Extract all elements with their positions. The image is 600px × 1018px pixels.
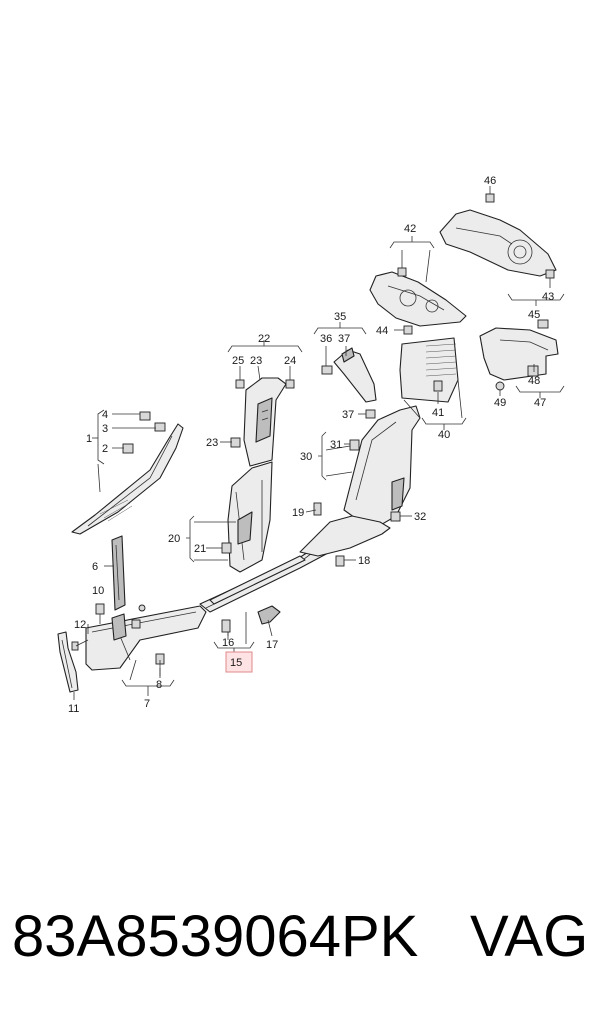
callout-8: 8: [156, 679, 162, 691]
callout-37a: 37: [338, 333, 350, 345]
callout-24: 24: [284, 355, 296, 367]
callout-21: 21: [194, 543, 206, 555]
clips: [71, 193, 555, 665]
callout-11: 11: [68, 703, 79, 715]
callout-23a: 23: [250, 355, 262, 367]
c-pillar-small-trim: [333, 347, 377, 403]
b-pillar-lower-trim: [227, 461, 273, 573]
callout-6: 6: [92, 561, 98, 573]
callout-15: 15: [230, 657, 242, 669]
callout-48: 48: [528, 375, 540, 387]
callout-3: 3: [102, 423, 108, 435]
brand-label: VAG: [470, 904, 589, 969]
rear-side-panel: [399, 337, 459, 403]
callout-7: 7: [144, 698, 150, 710]
callout-12: 12: [74, 619, 86, 631]
callout-25: 25: [232, 355, 244, 367]
callout-17: 17: [266, 639, 278, 651]
callout-40: 40: [438, 429, 450, 441]
callout-1: 1: [86, 433, 92, 445]
callout-2: 2: [102, 443, 108, 455]
upper-panel-42: [369, 271, 467, 327]
upper-panel-46: [439, 209, 557, 277]
callout-47: 47: [534, 397, 546, 409]
callout-18: 18: [358, 555, 370, 567]
front-sill-trim: [85, 605, 207, 671]
callout-43: 43: [542, 291, 554, 303]
sill-clip-bracket: [257, 605, 281, 625]
callout-20: 20: [168, 533, 180, 545]
callout-45: 45: [528, 309, 540, 321]
highlight-15-box: [225, 651, 253, 673]
c-pillar-lower-trim: [343, 405, 421, 531]
callout-49: 49: [494, 397, 506, 409]
sill-bracket: [57, 631, 79, 693]
a-pillar-lower-trim: [111, 535, 126, 611]
callout-23b: 23: [206, 437, 218, 449]
part-number: 83A8539064PK: [12, 904, 419, 969]
callout-46: 46: [484, 175, 496, 187]
callout-41: 41: [432, 407, 444, 419]
rear-sill-trim: [299, 515, 391, 557]
callout-30: 30: [300, 451, 312, 463]
a-pillar-trim: [71, 423, 184, 535]
callout-36: 36: [320, 333, 332, 345]
callout-16: 16: [222, 637, 234, 649]
callout-31: 31: [330, 439, 342, 451]
callout-4: 4: [102, 409, 108, 421]
callout-35: 35: [334, 311, 346, 323]
callout-labels: 1 2 3 4 6 7 8 10 11 12 15 16 17 18 19 20…: [68, 175, 554, 715]
leader-lines: [73, 186, 565, 700]
callout-19: 19: [292, 507, 304, 519]
rear-panel-45: [479, 327, 559, 381]
callout-32: 32: [414, 511, 426, 523]
callout-37b: 37: [342, 409, 354, 421]
callout-42: 42: [404, 223, 416, 235]
b-pillar-upper-trim: [243, 377, 287, 467]
callout-44: 44: [376, 325, 388, 337]
callout-22: 22: [258, 333, 270, 345]
callout-10: 10: [92, 585, 104, 597]
